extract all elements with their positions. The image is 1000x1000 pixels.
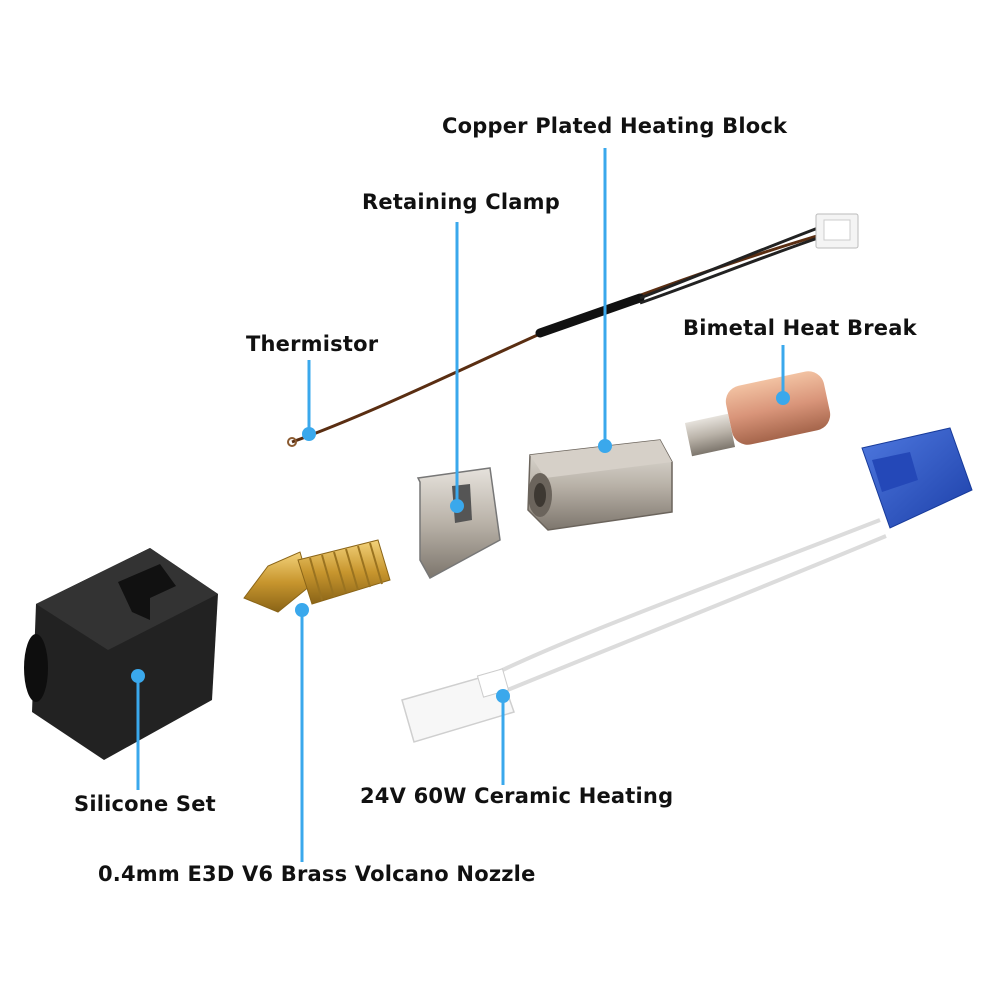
callout-dot-ceramic-heating [496, 689, 510, 703]
retaining-clamp-part [416, 467, 501, 580]
label-heat-break: Bimetal Heat Break [683, 316, 917, 340]
callouts [131, 148, 790, 862]
callout-dot-heat-break [776, 391, 790, 405]
label-copper-block: Copper Plated Heating Block [442, 114, 788, 138]
callout-dot-copper-block [598, 439, 612, 453]
label-nozzle: 0.4mm E3D V6 Brass Volcano Nozzle [98, 862, 536, 886]
label-retaining-clamp: Retaining Clamp [362, 190, 560, 214]
label-thermistor: Thermistor [246, 332, 379, 356]
heat-break-part [684, 371, 831, 457]
ceramic-heater-part [401, 427, 973, 743]
callout-dot-retaining-clamp [450, 499, 464, 513]
nozzle-part [243, 539, 391, 613]
silicone-sock-part [24, 548, 218, 760]
thermistor-part [287, 213, 859, 447]
label-ceramic-heating: 24V 60W Ceramic Heating [360, 784, 674, 808]
callout-dot-silicone-set [131, 669, 145, 683]
callout-dot-nozzle [295, 603, 309, 617]
label-silicone-set: Silicone Set [74, 792, 216, 816]
callout-dot-thermistor [302, 427, 316, 441]
heating-block-part [527, 439, 673, 531]
